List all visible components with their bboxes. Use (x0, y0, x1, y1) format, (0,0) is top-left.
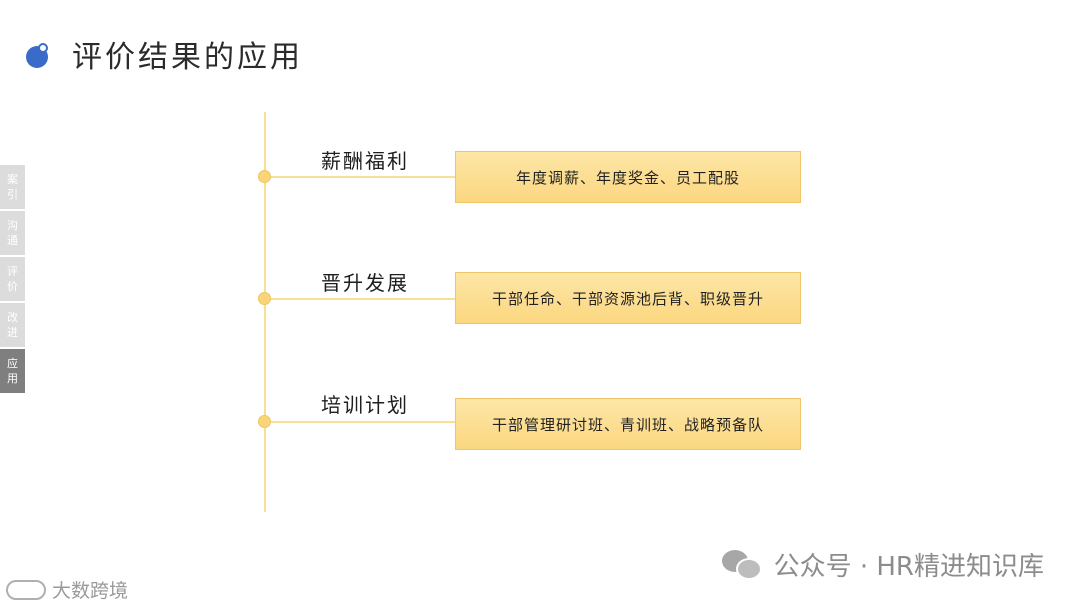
detail-box: 年度调薪、年度奖金、员工配股 (455, 151, 801, 203)
side-nav-char: 沟 (7, 219, 18, 232)
detail-box: 干部任命、干部资源池后背、职级晋升 (455, 272, 801, 324)
side-nav-item-application[interactable]: 应 用 (0, 349, 25, 393)
timeline-node (258, 292, 271, 305)
category-label: 薪酬福利 (321, 149, 409, 173)
timeline-connector (271, 176, 455, 178)
watermark-left: 大数跨境 (6, 576, 128, 603)
watermark-right-text: 公众号 · HR精进知识库 (773, 552, 1044, 582)
side-nav-char: 价 (7, 280, 18, 293)
side-nav-item-improvement[interactable]: 改 进 (0, 303, 25, 347)
slide-header: 评价结果的应用 (24, 34, 303, 75)
page-title: 评价结果的应用 (72, 40, 303, 75)
side-nav: 案 引 沟 通 评 价 改 进 应 用 (0, 165, 25, 395)
watermark-left-text: 大数跨境 (52, 580, 129, 602)
side-nav-char: 改 (7, 311, 18, 324)
side-nav-item-communication[interactable]: 沟 通 (0, 211, 25, 255)
watermark-right: 公众号 · HR精进知识库 (721, 546, 1044, 583)
timeline-node (258, 170, 271, 183)
side-nav-char: 案 (7, 173, 18, 186)
timeline-axis (264, 112, 266, 512)
side-nav-char: 进 (7, 326, 18, 339)
blue-circle-bullet-icon (24, 40, 52, 68)
category-label: 培训计划 (321, 393, 409, 417)
detail-box: 干部管理研讨班、青训班、战略预备队 (455, 398, 801, 450)
side-nav-char: 评 (7, 265, 18, 278)
timeline-connector (271, 421, 455, 423)
side-nav-char: 应 (7, 357, 18, 370)
side-nav-item-intro[interactable]: 案 引 (0, 165, 25, 209)
side-nav-char: 引 (7, 188, 18, 201)
side-nav-char: 通 (7, 234, 18, 247)
timeline-node (258, 415, 271, 428)
side-nav-item-evaluation[interactable]: 评 价 (0, 257, 25, 301)
brand-logo-icon (6, 579, 46, 600)
wechat-icon (721, 548, 764, 582)
timeline-connector (271, 298, 455, 300)
side-nav-char: 用 (7, 372, 18, 385)
category-label: 晋升发展 (321, 271, 409, 295)
